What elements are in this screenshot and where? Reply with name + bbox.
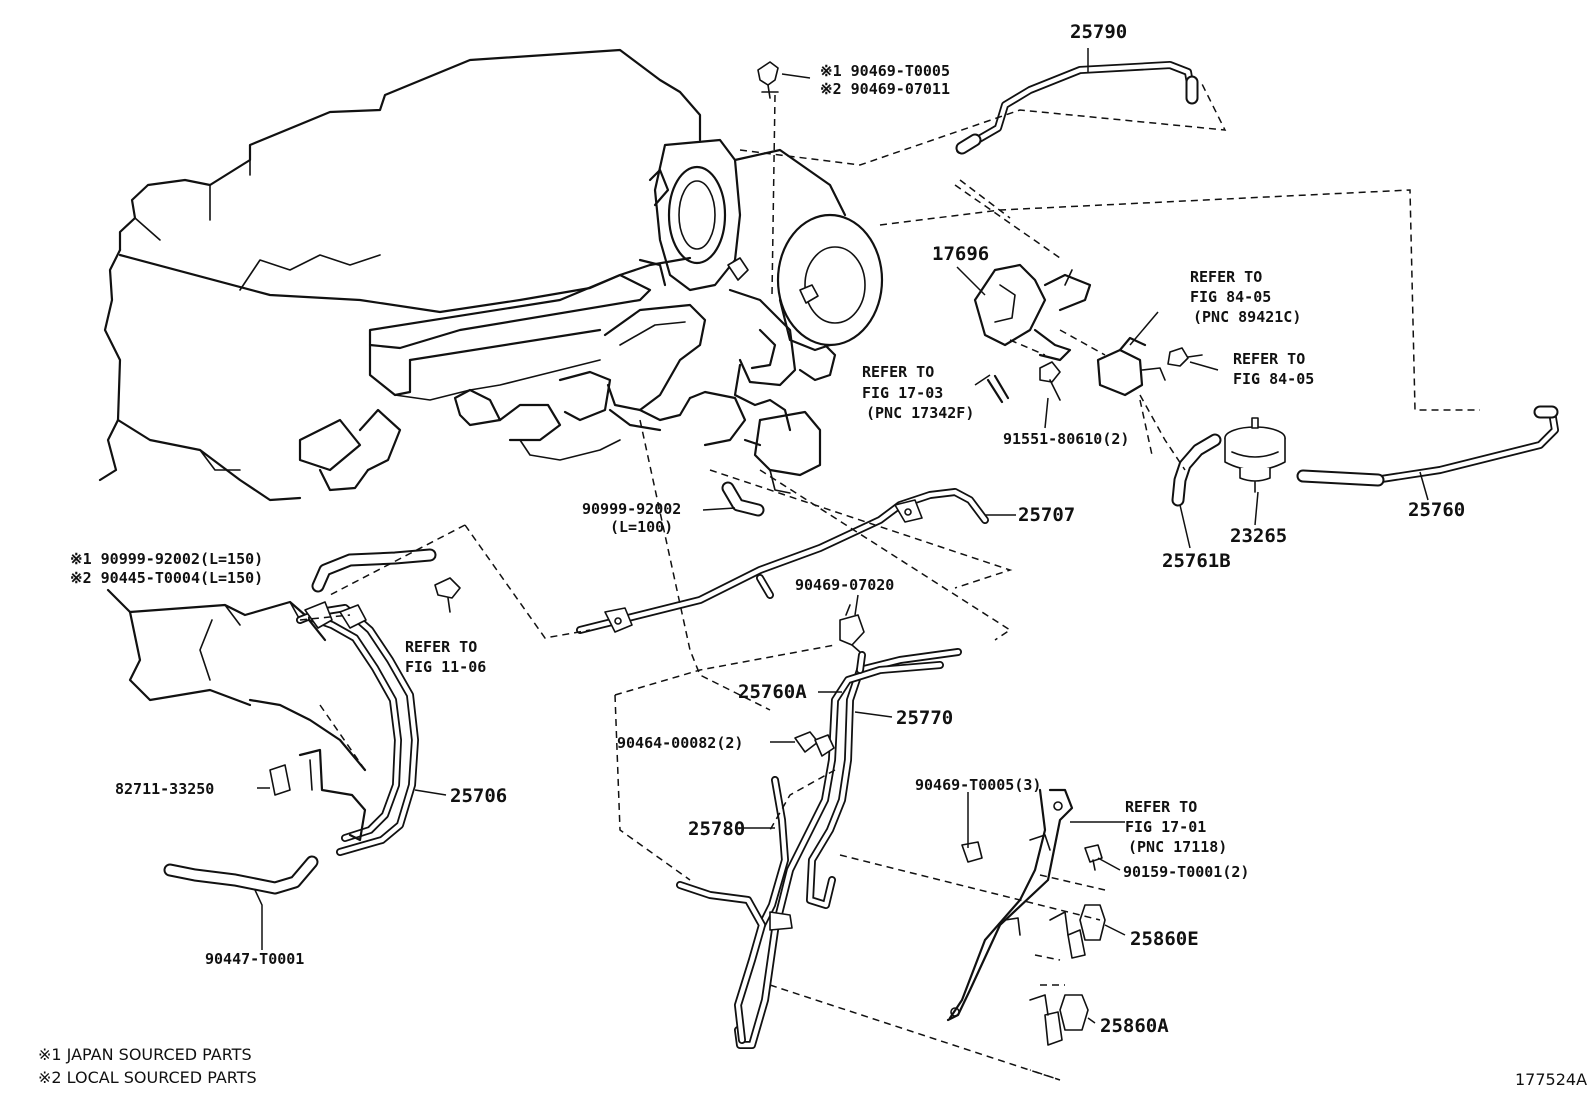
- filter-23265: [1224, 417, 1286, 493]
- label-ref-84-05-b-1[interactable]: REFER TO: [1233, 350, 1306, 368]
- label-hose150-2[interactable]: ※2 90445-T0004(L=150): [70, 569, 264, 587]
- pipe-25707: [576, 488, 989, 634]
- label-ref-17-03-3[interactable]: (PNC 17342F): [866, 404, 975, 422]
- bolt-90159: [1084, 844, 1103, 871]
- pipe-25706: [296, 601, 419, 856]
- hose-25780: [676, 776, 793, 1044]
- pipe-17342f: [986, 374, 1010, 404]
- label-clip-top-1[interactable]: ※1 90469-T0005: [820, 62, 950, 80]
- bolt-84-05: [1167, 347, 1203, 367]
- label-ref-11-06-1[interactable]: REFER TO: [405, 638, 478, 656]
- leader-lines: [254, 48, 1429, 1024]
- label-23265[interactable]: 23265: [1230, 525, 1288, 547]
- label-ref-17-01-2[interactable]: FIG 17-01: [1125, 818, 1207, 836]
- label-90469-t0005-3[interactable]: 90469-T0005(3): [915, 776, 1042, 794]
- throttle-assembly: [603, 61, 884, 494]
- label-25760[interactable]: 25760: [1408, 499, 1466, 521]
- dashed-connections: [299, 79, 1480, 1081]
- label-25780[interactable]: 25780: [688, 818, 746, 840]
- hose-l150: [311, 548, 437, 593]
- pipes-25760a-25770: [734, 648, 962, 1049]
- label-25760a[interactable]: 25760A: [738, 681, 807, 703]
- label-ref-17-03-2[interactable]: FIG 17-03: [862, 384, 944, 402]
- label-ref-84-05-a-2[interactable]: FIG 84-05: [1190, 288, 1272, 306]
- label-ref-17-03-1[interactable]: REFER TO: [862, 363, 935, 381]
- clip-90469-t0005: [961, 841, 983, 863]
- label-82711[interactable]: 82711-33250: [115, 780, 215, 798]
- bolt-11-06: [434, 577, 461, 613]
- hose-90999-l100: [721, 481, 765, 517]
- hose-25761b: [1171, 433, 1222, 507]
- footnote-japan-sourced: ※1 JAPAN SOURCED PARTS: [38, 1045, 252, 1064]
- label-25860a[interactable]: 25860A: [1100, 1015, 1169, 1037]
- footnote-local-sourced: ※2 LOCAL SOURCED PARTS: [38, 1068, 257, 1087]
- label-clip-top-2[interactable]: ※2 90469-07011: [820, 80, 950, 98]
- vsv-25860a: [1029, 994, 1089, 1046]
- label-ref-84-05-a-1[interactable]: REFER TO: [1190, 268, 1263, 286]
- label-90447[interactable]: 90447-T0001: [205, 950, 305, 968]
- clip-90469-07020: [839, 604, 865, 653]
- bracket-17696: [973, 263, 1092, 362]
- label-25761b[interactable]: 25761B: [1162, 550, 1231, 572]
- label-25706[interactable]: 25706: [450, 785, 508, 807]
- figure-id: 177524A: [1515, 1070, 1588, 1089]
- label-25860e[interactable]: 25860E: [1130, 928, 1199, 950]
- hose-25760: [1296, 405, 1559, 487]
- engine-block: [98, 48, 702, 502]
- bolt-91551: [1039, 361, 1061, 401]
- label-90469-07020[interactable]: 90469-07020: [795, 576, 895, 594]
- label-17696[interactable]: 17696: [932, 243, 990, 265]
- label-90999-l100[interactable]: 90999-92002: [582, 500, 682, 518]
- label-90159[interactable]: 90159-T0001(2): [1123, 863, 1250, 881]
- label-90999-l100-len[interactable]: (L=100): [610, 518, 674, 536]
- label-25707[interactable]: 25707: [1018, 504, 1076, 526]
- hose-25790: [955, 61, 1199, 155]
- label-25770[interactable]: 25770: [896, 707, 954, 729]
- label-90464[interactable]: 90464-00082(2): [617, 734, 744, 752]
- vsv-part: [1096, 336, 1166, 397]
- label-ref-17-01-1[interactable]: REFER TO: [1125, 798, 1198, 816]
- label-91551[interactable]: 91551-80610(2): [1003, 430, 1130, 448]
- clip-90464: [794, 731, 835, 757]
- label-25790[interactable]: 25790: [1070, 21, 1128, 43]
- label-ref-11-06-2[interactable]: FIG 11-06: [405, 658, 487, 676]
- label-hose150-1[interactable]: ※1 90999-92002(L=150): [70, 550, 264, 568]
- hose-90447: [163, 855, 319, 895]
- vsv-25860e: [1049, 904, 1106, 959]
- label-ref-84-05-a-3[interactable]: (PNC 89421C): [1193, 308, 1302, 326]
- bracket-82711: [269, 748, 367, 842]
- label-ref-84-05-b-2[interactable]: FIG 84-05: [1233, 370, 1315, 388]
- label-ref-17-01-3[interactable]: (PNC 17118): [1128, 838, 1228, 856]
